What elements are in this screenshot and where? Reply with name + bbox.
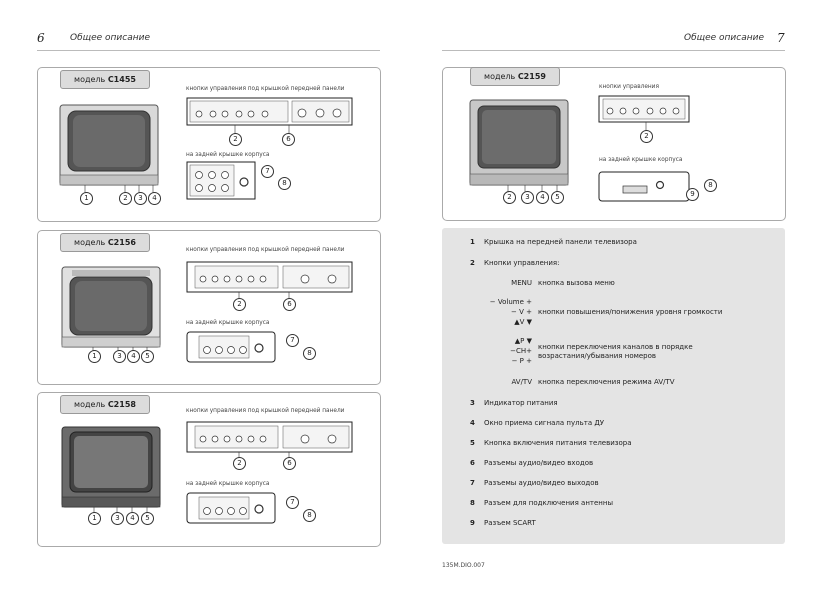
callout-8-c1455: 8 [278,177,291,190]
callout-4-c2159: 4 [536,191,549,204]
caption-rear-c2159: на задней крышке корпуса [599,157,683,163]
model-label-c2158: модель C2158 [60,395,150,414]
front-controls-c2156 [186,261,353,299]
tv-drawing-c2156 [61,266,161,357]
legend-sub-key: − V + [511,308,532,316]
callout-6-front-c2158: 6 [283,457,296,470]
tv-drawing-c2159 [469,99,569,192]
callout-4-c2158: 4 [126,512,139,525]
callout-7-c1455: 7 [261,165,274,178]
caption-controls-c2159: кнопки управления [599,84,659,90]
callout-7-c2158: 7 [286,496,299,509]
right-header-rule [442,50,785,51]
tv-drawing-c2158 [61,426,161,517]
callout-1-c2156: 1 [88,350,101,363]
front-controls-c2158 [186,421,353,459]
legend-sub-text: кнопка переключения режима AV/TV [538,378,675,386]
callout-7-c2156: 7 [286,334,299,347]
caption-rear-c2158: на задней крышке корпуса [186,481,270,487]
callout-8-c2158: 8 [303,509,316,522]
callout-4: 4 [148,192,161,205]
callout-2-front-c2156: 2 [233,298,246,311]
callout-2-front-c2158: 2 [233,457,246,470]
legend-sub-key: −CH+ [510,347,532,355]
callout-1-c2158: 1 [88,512,101,525]
model-label-c2159: модель C2159 [470,67,560,86]
callout-5-c2158: 5 [141,512,154,525]
callout-3-c2159: 3 [521,191,534,204]
rear-panel-c2158 [186,492,276,524]
callout-5-c2159: 5 [551,191,564,204]
rear-panel-c1455 [186,161,256,200]
legend-sub-key: ▲V ▼ [514,318,532,326]
callout-2-front-c1455: 2 [229,133,242,146]
left-header-rule [37,50,380,51]
front-controls-c2159 [598,95,690,130]
callout-9-c2159: 9 [686,188,699,201]
legend-sub-key: − P + [511,357,532,365]
caption-front-c2156: кнопки управления под крышкой передней п… [186,247,345,253]
legend-sub-key: ▲P ▼ [514,337,532,345]
legend-sub-text: кнопка вызова меню [538,279,615,287]
caption-rear-c1455: на задней крышке корпуса [186,152,270,158]
legend-sub-text: возрастания/убывания номеров [538,352,657,360]
callout-3-c2158: 3 [111,512,124,525]
footer-code: 135M.DIO.007 [442,562,485,569]
model-label-c2156: модель C2156 [60,233,150,252]
callout-4-c2156: 4 [127,350,140,363]
front-controls-c1455 [186,97,353,134]
callout-3-c2156: 3 [113,350,126,363]
legend-sub-text: кнопки переключения каналов в порядке [538,343,693,351]
rear-panel-c2159 [598,171,690,202]
callout-8-c2156: 8 [303,347,316,360]
caption-rear-c2156: на задней крышке корпуса [186,320,270,326]
callout-3: 3 [134,192,147,205]
legend-sub-key: MENU [511,279,532,287]
rear-panel-c2156 [186,331,276,363]
callout-8-c2159: 8 [704,179,717,192]
callout-2-c2159: 2 [503,191,516,204]
callout-5-c2156: 5 [141,350,154,363]
model-label-c1455: модель C1455 [60,70,150,89]
left-page-title: Общее описание [70,33,151,43]
legend-sub-text: кнопки повышения/понижения уровня громко… [538,308,723,316]
legend-sub-key: − Volume + [489,298,532,306]
callout-2-front-c2159: 2 [640,130,653,143]
callout-2: 2 [119,192,132,205]
left-page-number: 6 [37,31,45,45]
right-page-number: 7 [777,31,785,45]
tv-drawing-c1455 [59,104,159,195]
callout-6-front-c2156: 6 [283,298,296,311]
legend-sub-key: AV/TV [511,378,532,386]
caption-front-c1455: кнопки управления под крышкой передней п… [186,86,345,92]
callout-1: 1 [80,192,93,205]
callout-6-front-c1455: 6 [282,133,295,146]
caption-front-c2158: кнопки управления под крышкой передней п… [186,408,345,414]
right-page-title: Общее описание [684,33,765,43]
